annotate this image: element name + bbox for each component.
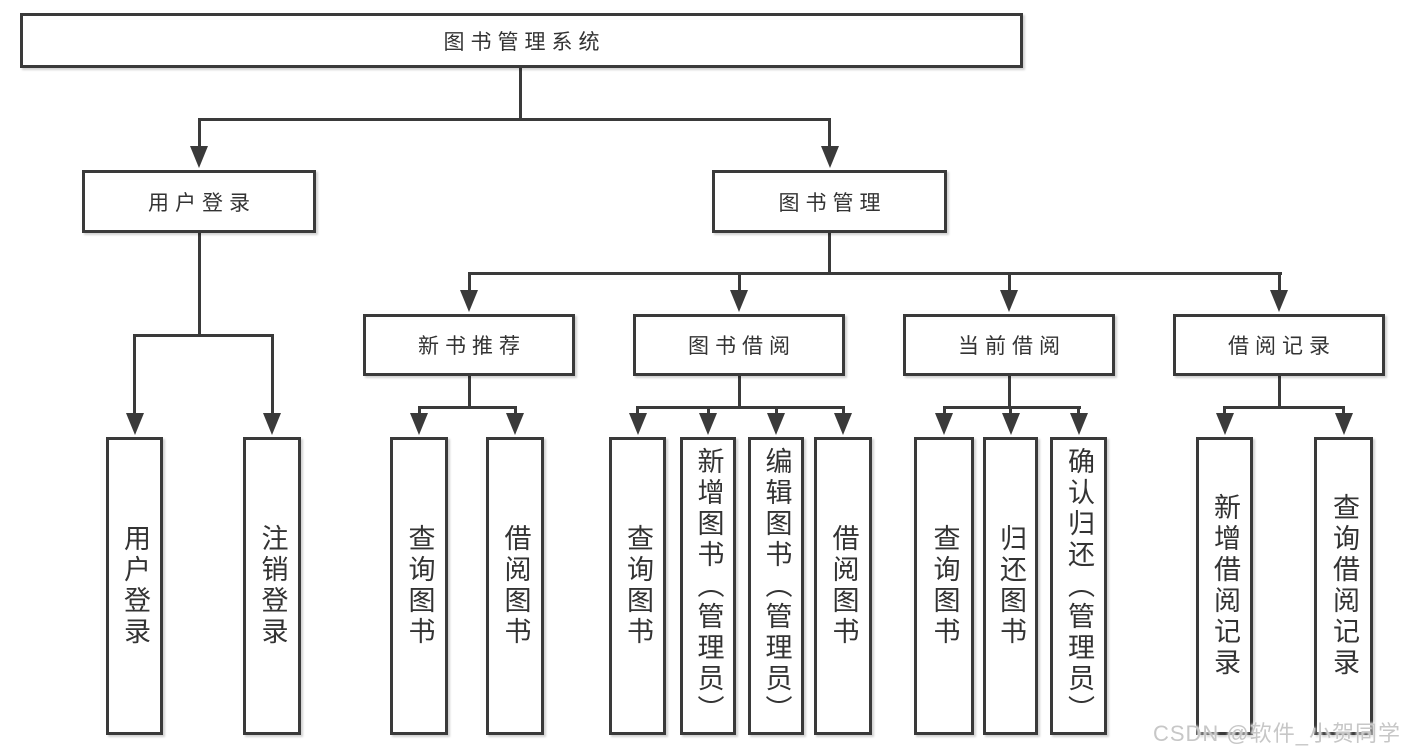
arrowhead-down-icon <box>935 413 953 435</box>
node-label: 新增图书（管理员） <box>693 446 724 726</box>
node-confirm-return-admin: 确认归还（管理员） <box>1050 437 1107 735</box>
connector-arrow-stem <box>513 407 517 415</box>
node-borrowing-records: 借阅记录 <box>1173 314 1385 376</box>
node-borrow-books-leaf: 借阅图书 <box>814 437 872 735</box>
arrowhead-down-icon <box>767 413 785 435</box>
node-label: 图书借阅 <box>688 335 796 358</box>
node-query-books-recommend: 查询图书 <box>390 437 448 735</box>
node-label: 注销登录 <box>257 524 288 648</box>
node-add-borrow-record: 新增借阅记录 <box>1196 437 1253 735</box>
connector-line <box>518 68 522 119</box>
node-add-books-admin: 新增图书（管理员） <box>680 437 736 735</box>
arrowhead-down-icon <box>1001 413 1020 435</box>
connector-arrow-stem <box>636 407 639 415</box>
node-borrow-books-recommend: 借阅图书 <box>486 437 544 735</box>
node-current-borrowing: 当前借阅 <box>903 314 1115 376</box>
connector-arrow-stem <box>841 407 845 415</box>
node-book-borrowing: 图书借阅 <box>633 314 845 376</box>
node-label: 当前借阅 <box>958 335 1066 358</box>
arrowhead-down-icon <box>1270 290 1288 312</box>
node-label: 借阅图书 <box>500 524 531 648</box>
connector-line <box>133 333 274 337</box>
node-edit-books-admin: 编辑图书（管理员） <box>748 437 804 735</box>
connector-line <box>1007 376 1011 407</box>
connector-arrow-stem <box>706 407 710 415</box>
connector-arrow-stem <box>942 407 946 415</box>
connector-arrow-stem <box>1342 407 1345 415</box>
node-label: 归还图书 <box>996 524 1026 648</box>
arrowhead-down-icon <box>1334 413 1353 435</box>
node-label: 借阅图书 <box>828 524 859 648</box>
connector-arrow-stem <box>270 335 274 415</box>
connector-line <box>467 376 471 407</box>
arrowhead-down-icon <box>730 290 748 312</box>
connector-arrow-stem <box>417 407 421 415</box>
node-label: 编辑图书（管理员） <box>761 446 792 726</box>
connector-arrow-stem <box>133 335 136 415</box>
connector-arrow-stem <box>467 273 471 292</box>
connector-arrow-stem <box>1077 407 1080 415</box>
connector-line <box>1277 376 1281 407</box>
node-label: 新增借阅记录 <box>1210 493 1240 679</box>
node-label: 图书管理系统 <box>443 30 606 54</box>
connector-line <box>417 405 517 409</box>
arrowhead-down-icon <box>820 146 839 168</box>
watermark-text: CSDN @软件_小贺同学 <box>1152 721 1401 746</box>
node-query-books-current: 查询图书 <box>914 437 974 735</box>
connector-arrow-stem <box>1007 273 1011 292</box>
arrowhead-down-icon <box>190 146 208 168</box>
connector-line <box>197 233 201 336</box>
arrowhead-down-icon <box>506 413 524 435</box>
arrowhead-down-icon <box>1215 413 1234 435</box>
arrowhead-down-icon <box>628 413 647 435</box>
connector-line <box>467 271 1282 275</box>
node-label: 查询借阅记录 <box>1329 493 1359 679</box>
node-label: 借阅记录 <box>1228 335 1336 358</box>
connector-line <box>197 117 831 121</box>
node-label: 查询图书 <box>623 524 653 648</box>
node-query-borrow-record: 查询借阅记录 <box>1314 437 1373 735</box>
node-return-books: 归还图书 <box>983 437 1038 735</box>
node-label: 用户登录 <box>148 191 256 215</box>
connector-arrow-stem <box>1277 273 1281 292</box>
arrowhead-down-icon <box>834 413 852 435</box>
node-label: 确认归还（管理员） <box>1064 446 1094 726</box>
connector-line <box>828 233 831 274</box>
connector-line <box>737 376 741 407</box>
node-label: 图书管理 <box>778 191 887 215</box>
connector-arrow-stem <box>737 273 741 292</box>
connector-arrow-stem <box>197 119 201 148</box>
node-user-login: 用户登录 <box>82 170 316 233</box>
connector-arrow-stem <box>828 119 831 148</box>
connector-arrow-stem <box>1223 407 1226 415</box>
connector-line <box>1223 405 1345 409</box>
connector-arrow-stem <box>1009 407 1012 415</box>
arrowhead-down-icon <box>263 413 281 435</box>
arrowhead-down-icon <box>699 413 717 435</box>
arrowhead-down-icon <box>460 290 478 312</box>
node-label: 查询图书 <box>404 524 435 648</box>
arrowhead-down-icon <box>125 413 144 435</box>
arrowhead-down-icon <box>1069 413 1088 435</box>
arrowhead-down-icon <box>410 413 428 435</box>
node-query-books-borrowing: 查询图书 <box>609 437 666 735</box>
node-logout: 注销登录 <box>243 437 301 735</box>
node-label: 查询图书 <box>929 524 960 648</box>
node-label: 新书推荐 <box>418 335 526 358</box>
node-user-login-leaf: 用户登录 <box>106 437 163 735</box>
node-book-management: 图书管理 <box>712 170 947 233</box>
node-label: 用户登录 <box>120 524 150 648</box>
node-new-book-recommendation: 新书推荐 <box>363 314 575 376</box>
arrowhead-down-icon <box>1000 290 1018 312</box>
connector-arrow-stem <box>774 407 778 415</box>
connector-line <box>636 405 845 409</box>
node-book-management-system: 图书管理系统 <box>20 13 1023 68</box>
